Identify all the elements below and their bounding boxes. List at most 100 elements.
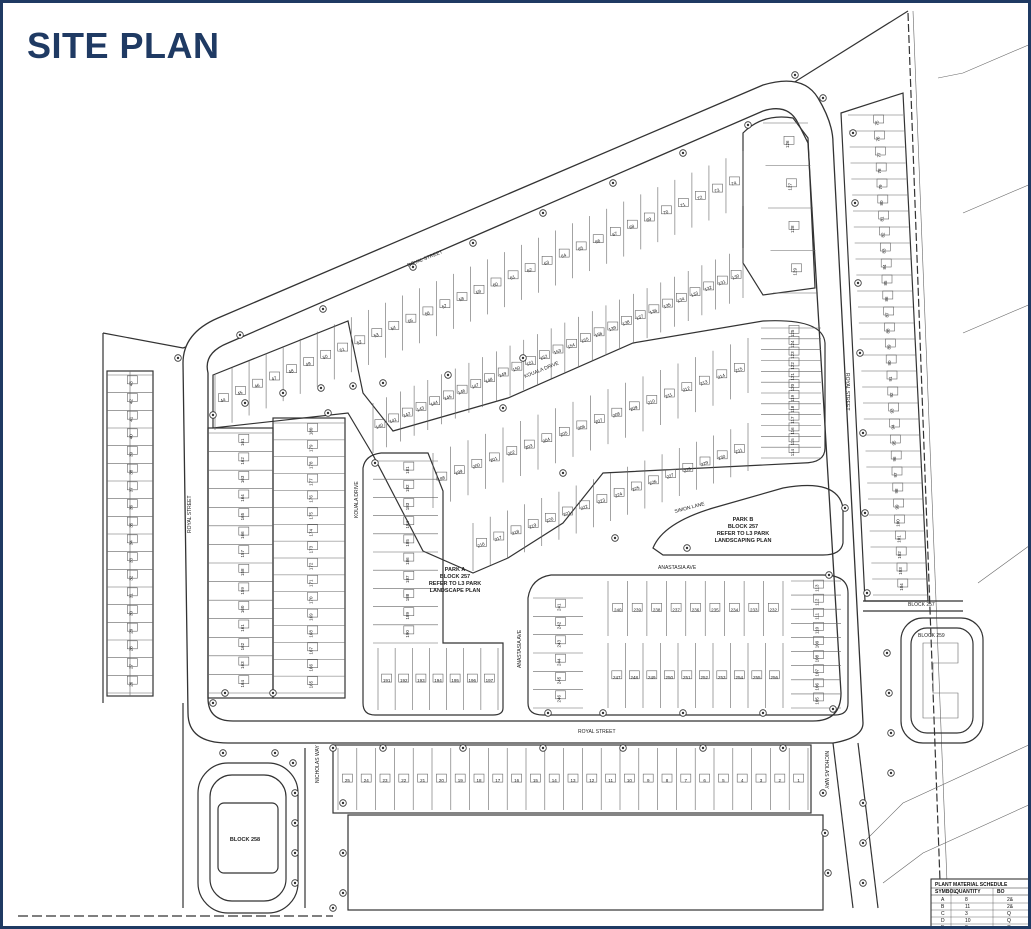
house-footprint <box>646 395 658 404</box>
house-footprint <box>630 481 642 491</box>
house-footprint <box>403 607 415 617</box>
house-footprint <box>453 465 465 475</box>
pond-block-258 <box>197 762 299 914</box>
legend-cell: C <box>941 911 945 917</box>
house-footprint <box>580 333 591 342</box>
house-footprint <box>888 402 900 412</box>
lot-number: 229 <box>700 460 709 468</box>
lot-number: 18 <box>476 778 482 783</box>
legend-header: SYMBOL <box>935 889 956 895</box>
house-footprint <box>538 350 550 360</box>
lot-number: 164 <box>240 494 245 502</box>
lot-number: 203 <box>524 443 533 451</box>
house-footprint <box>127 587 138 597</box>
house-footprint <box>730 270 742 279</box>
lot-number: 155 <box>580 336 589 344</box>
lot-number: 250 <box>666 675 674 680</box>
house-footprint <box>374 419 386 428</box>
house-footprint <box>238 582 250 592</box>
lot-number: 61 <box>509 274 516 281</box>
house-footprint <box>699 456 711 466</box>
house-footprint <box>878 210 890 220</box>
legend-title: PLANT MATERIAL SCHEDULE <box>935 882 1008 888</box>
legend-cell: 8 <box>965 925 968 929</box>
house-footprint <box>238 508 250 517</box>
house-footprint <box>127 552 138 561</box>
house-footprint <box>497 367 509 377</box>
house-footprint <box>403 516 415 526</box>
lot-number: 144 <box>430 399 439 407</box>
house-footprint <box>875 162 887 172</box>
house-footprint <box>665 469 677 478</box>
house-footprint <box>405 313 417 323</box>
label-anastasia-ave-vertical: ANASTASIA AVE <box>517 629 523 668</box>
house-footprint <box>403 534 415 544</box>
lot-number: 252 <box>701 675 709 680</box>
label-nicholas-way-2: NICHOLAS WAY <box>823 751 829 789</box>
house-footprint <box>788 221 800 230</box>
lot-number: 214 <box>717 373 726 381</box>
house-footprint <box>555 635 566 645</box>
lot-number: 6 <box>703 778 706 783</box>
lot-number: 247 <box>613 675 621 680</box>
lot-number: 136 <box>649 308 658 316</box>
house-footprint <box>874 146 886 156</box>
lot-number: 172 <box>309 562 314 570</box>
house-footprint <box>401 407 413 417</box>
legend-cell: 3 <box>965 911 968 917</box>
house-footprint <box>555 672 566 681</box>
lot-number: 31 <box>128 593 133 599</box>
lot-number: 186 <box>405 557 410 565</box>
lot-number: 213 <box>699 379 708 387</box>
lot-number: 154 <box>567 342 576 350</box>
lot-number: 110 <box>815 626 820 634</box>
lot-number: 42 <box>128 399 133 405</box>
house-footprint <box>473 284 485 294</box>
house-footprint <box>716 670 728 680</box>
lot-number: 107 <box>815 668 820 676</box>
house-footprint <box>698 670 710 680</box>
lot-number: 237 <box>672 607 680 612</box>
block-259-label: BLOCK 259 <box>918 633 945 639</box>
lot-number: 45 <box>237 390 244 397</box>
house-footprint <box>544 512 556 522</box>
label-nicholas-way-1: NICHOLAS WAY <box>315 745 321 783</box>
lot-number: 225 <box>631 485 640 493</box>
lot-number: 185 <box>405 539 410 547</box>
lot-number: 109 <box>815 640 820 648</box>
house-footprint <box>558 248 570 258</box>
lot-number: 121 <box>790 373 795 381</box>
lot-number: 33 <box>128 558 133 564</box>
house-footprint <box>523 439 535 449</box>
lot-number: 207 <box>594 417 603 425</box>
house-footprint <box>307 456 318 466</box>
house-footprint <box>307 541 318 550</box>
lot-number: 12 <box>589 778 595 783</box>
house-footprint <box>492 773 504 783</box>
house-footprint <box>894 530 906 540</box>
lot-number: 241 <box>557 603 562 611</box>
house-footprint <box>307 625 318 635</box>
lot-number: 196 <box>469 678 477 683</box>
lot-number: 204 <box>542 436 551 444</box>
house-footprint <box>432 673 444 683</box>
lot-number: 197 <box>486 678 494 683</box>
house-footprint <box>354 335 366 345</box>
lot-number: 59 <box>475 288 482 295</box>
house-footprint <box>609 227 621 236</box>
west-lot-block <box>106 370 154 697</box>
house-footprint <box>879 242 891 252</box>
house-footprint <box>889 418 900 428</box>
house-footprint <box>307 608 318 618</box>
house-footprint <box>436 773 447 783</box>
house-footprint <box>885 354 897 364</box>
lot-number: 157 <box>240 549 245 557</box>
lot-number: 227 <box>666 472 675 480</box>
lot-number: 222 <box>580 504 589 512</box>
lot-number: 163 <box>240 661 245 669</box>
lot-number: 220 <box>545 516 554 524</box>
house-footprint <box>307 507 318 517</box>
lot-number: 89 <box>886 344 891 350</box>
